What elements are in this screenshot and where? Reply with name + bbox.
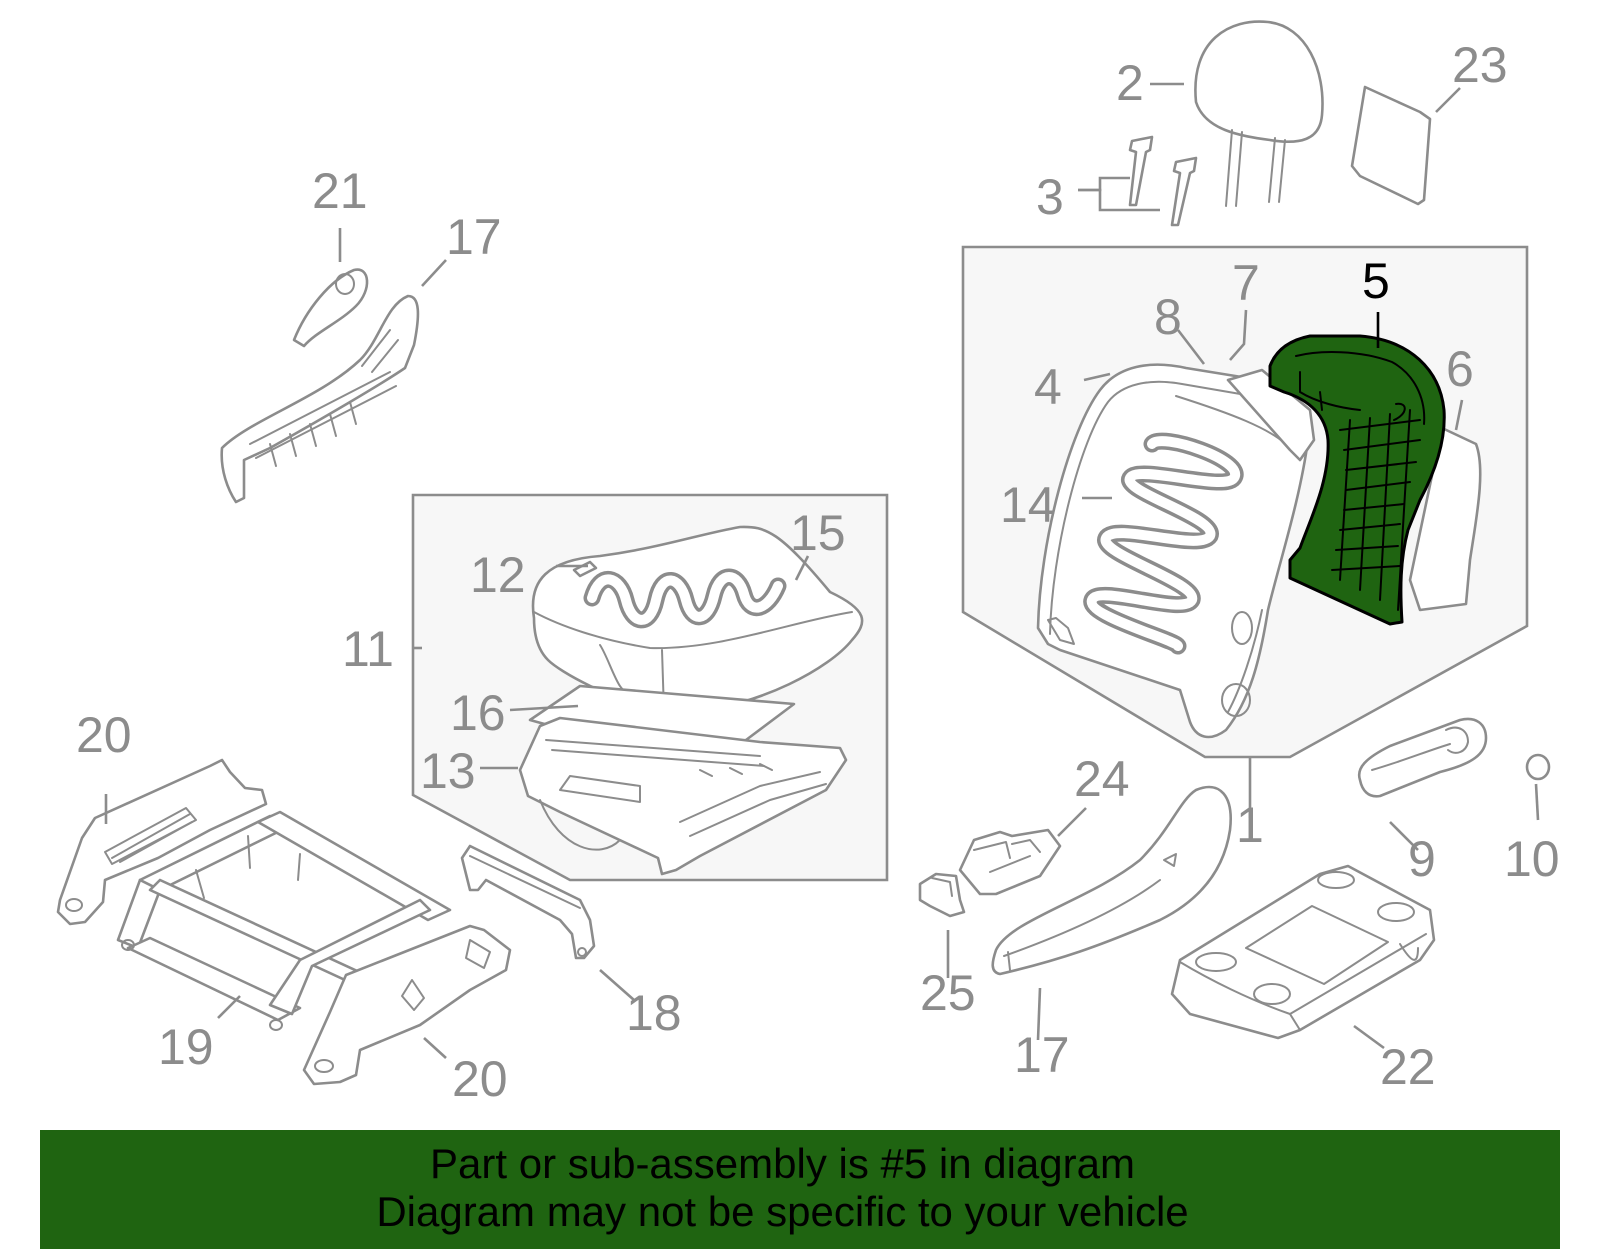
part-info-line: Part or sub-assembly is #5 in diagram (430, 1140, 1135, 1187)
callout-23: 23 (1452, 37, 1508, 93)
callout-18: 18 (626, 985, 682, 1041)
clip-25-part[interactable] (918, 872, 966, 918)
cushion-frame-13-part[interactable] (518, 716, 848, 876)
side-shield-17-upper-part[interactable] (220, 294, 420, 504)
callout-10: 10 (1504, 831, 1560, 887)
callout-20-lower: 20 (452, 1051, 508, 1107)
headrest-part[interactable] (1194, 20, 1324, 207)
bracket-24-part[interactable] (958, 828, 1062, 896)
rail-18-part[interactable] (460, 844, 596, 960)
callout-22: 22 (1380, 1039, 1436, 1095)
callout-19: 19 (158, 1019, 214, 1075)
inner-panel-7-part[interactable] (1226, 368, 1316, 462)
callout-9: 9 (1408, 831, 1436, 887)
callout-6: 6 (1446, 341, 1474, 397)
callout-3: 3 (1036, 169, 1064, 225)
side-panel-6-part[interactable] (1408, 426, 1482, 612)
callout-17-upper: 17 (446, 209, 502, 265)
side-cover-20-lower-part[interactable] (302, 924, 512, 1086)
callout-24: 24 (1074, 751, 1130, 807)
callout-15: 15 (790, 505, 846, 561)
seat-parts-diagram: 2 3 23 21 17 4 8 7 5 6 14 15 12 11 16 13… (56, 20, 1560, 1107)
callout-17-lower: 17 (1014, 1027, 1070, 1083)
plug-10-part[interactable] (1525, 753, 1551, 781)
armrest-9-part[interactable] (1357, 717, 1488, 798)
callout-16: 16 (450, 685, 506, 741)
callout-20-upper: 20 (76, 707, 132, 763)
cover-23-part[interactable] (1350, 85, 1432, 206)
callout-14: 14 (1000, 477, 1056, 533)
console-22-part[interactable] (1170, 864, 1436, 1040)
callout-13: 13 (420, 743, 476, 799)
callout-7: 7 (1232, 255, 1260, 311)
callout-25: 25 (920, 965, 976, 1021)
tab-12-part[interactable] (572, 560, 598, 578)
callout-1: 1 (1236, 797, 1264, 853)
rail-cover-20-upper-part[interactable] (56, 758, 268, 926)
part-info-banner: Part or sub-assembly is #5 in diagram Di… (40, 1130, 1560, 1249)
headrest-guide-part[interactable] (1128, 135, 1198, 227)
callout-4: 4 (1034, 359, 1062, 415)
side-shield-17-lower-part[interactable] (991, 785, 1232, 976)
callout-21: 21 (312, 163, 368, 219)
callout-11: 11 (342, 621, 394, 677)
seat-cushion-15-part[interactable] (531, 525, 864, 714)
seat-back-panel-5-highlighted-part[interactable] (1268, 334, 1446, 626)
diagram-disclaimer-line: Diagram may not be specific to your vehi… (376, 1188, 1189, 1235)
callout-2: 2 (1116, 55, 1144, 111)
knob-21-part[interactable] (292, 268, 369, 348)
callout-5-highlighted: 5 (1362, 253, 1390, 309)
callout-8: 8 (1154, 289, 1182, 345)
callout-12: 12 (470, 547, 526, 603)
